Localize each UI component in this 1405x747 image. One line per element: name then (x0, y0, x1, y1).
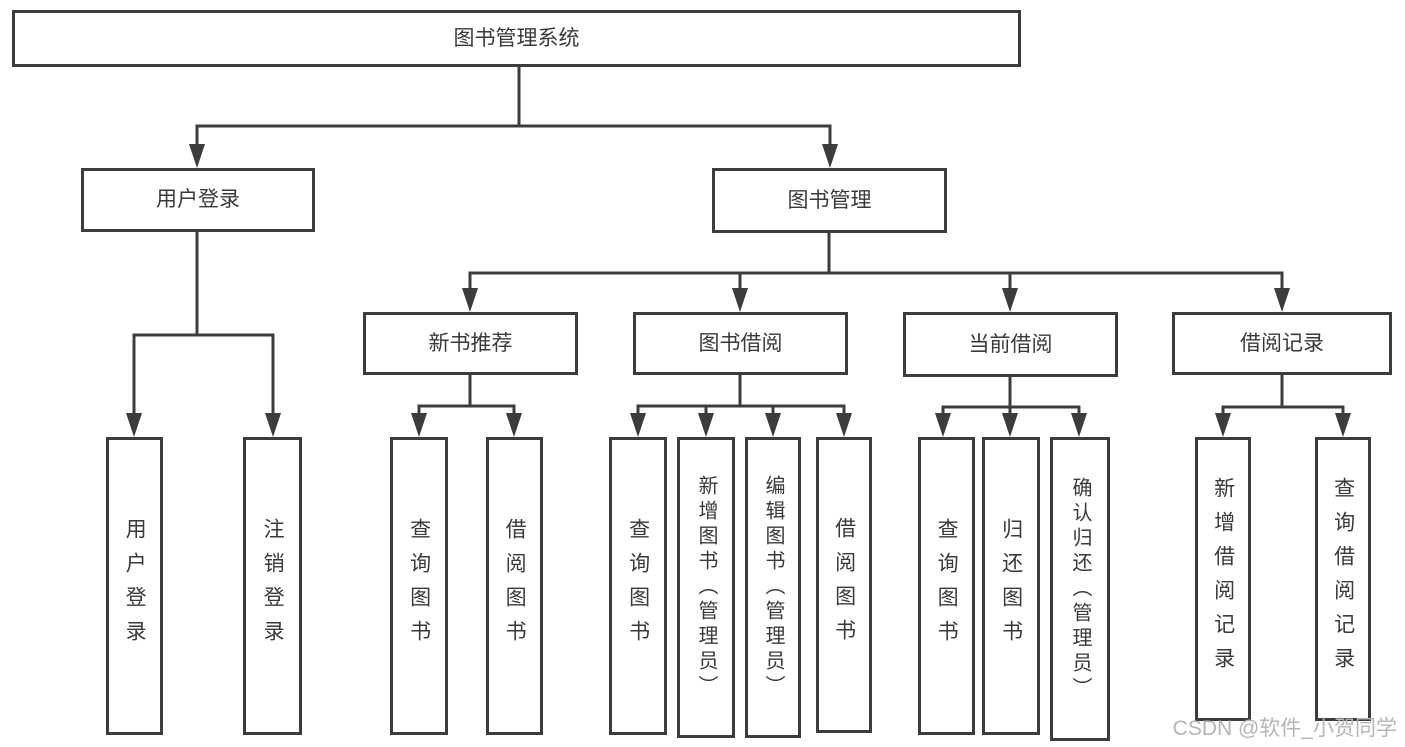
arrowhead-icon (1002, 413, 1018, 437)
arrowhead-icon (462, 288, 478, 312)
arrowhead-icon (822, 144, 838, 168)
node-book-borrow: 图书借阅 (633, 312, 848, 375)
arrowhead-icon (1335, 413, 1351, 437)
leaf-user-login: 用户登录 (106, 437, 163, 735)
arrowhead-icon (189, 144, 205, 168)
connector-user-login-to-leaves (126, 230, 281, 437)
node-new-book-recommend: 新书推荐 (363, 312, 578, 375)
leaf-query-books-recommend: 查询图书 (390, 437, 448, 735)
arrowhead-icon (698, 413, 714, 437)
arrowhead-icon (732, 288, 748, 312)
leaf-add-books-admin: 新增图书（管理员） (677, 437, 735, 738)
arrowhead-icon (265, 413, 281, 437)
arrowhead-icon (630, 413, 646, 437)
leaf-query-books-current: 查询图书 (918, 437, 975, 735)
node-borrow-records: 借阅记录 (1172, 312, 1392, 375)
arrowhead-icon (1071, 413, 1087, 437)
node-current-borrow: 当前借阅 (903, 312, 1118, 377)
leaf-query-books-borrow: 查询图书 (609, 437, 667, 735)
connector-borrow-records-to-leaves (1215, 373, 1351, 437)
node-book-management: 图书管理 (712, 168, 947, 233)
arrowhead-icon (1002, 288, 1018, 312)
node-library-system: 图书管理系统 (12, 10, 1021, 67)
connector-current-borrow-to-leaves (935, 375, 1087, 437)
arrowhead-icon (935, 413, 951, 437)
leaf-borrow-books-recommend: 借阅图书 (486, 437, 543, 735)
arrowhead-icon (506, 413, 522, 437)
leaf-logout-login: 注销登录 (243, 437, 302, 735)
leaf-confirm-return-admin: 确认归还（管理员） (1050, 437, 1110, 741)
leaf-borrow-books: 借阅图书 (816, 437, 872, 733)
leaf-add-borrow-record: 新增借阅记录 (1195, 437, 1251, 721)
arrowhead-icon (765, 413, 781, 437)
arrowhead-icon (1215, 413, 1231, 437)
node-user-login: 用户登录 (81, 168, 315, 232)
watermark: CSDN @软件_小贺同学 (1172, 717, 1397, 740)
connector-book-mgmt-to-level3 (462, 231, 1290, 312)
arrowhead-icon (411, 413, 427, 437)
connector-root-to-level2 (189, 65, 838, 168)
connector-new-book-to-leaves (411, 373, 522, 437)
leaf-query-borrow-record: 查询借阅记录 (1315, 437, 1371, 721)
arrowhead-icon (126, 413, 142, 437)
connector-book-borrow-to-leaves (630, 373, 852, 437)
leaf-return-books: 归还图书 (982, 437, 1040, 735)
leaf-edit-books-admin: 编辑图书（管理员） (745, 437, 801, 738)
arrowhead-icon (1274, 288, 1290, 312)
arrowhead-icon (836, 413, 852, 437)
